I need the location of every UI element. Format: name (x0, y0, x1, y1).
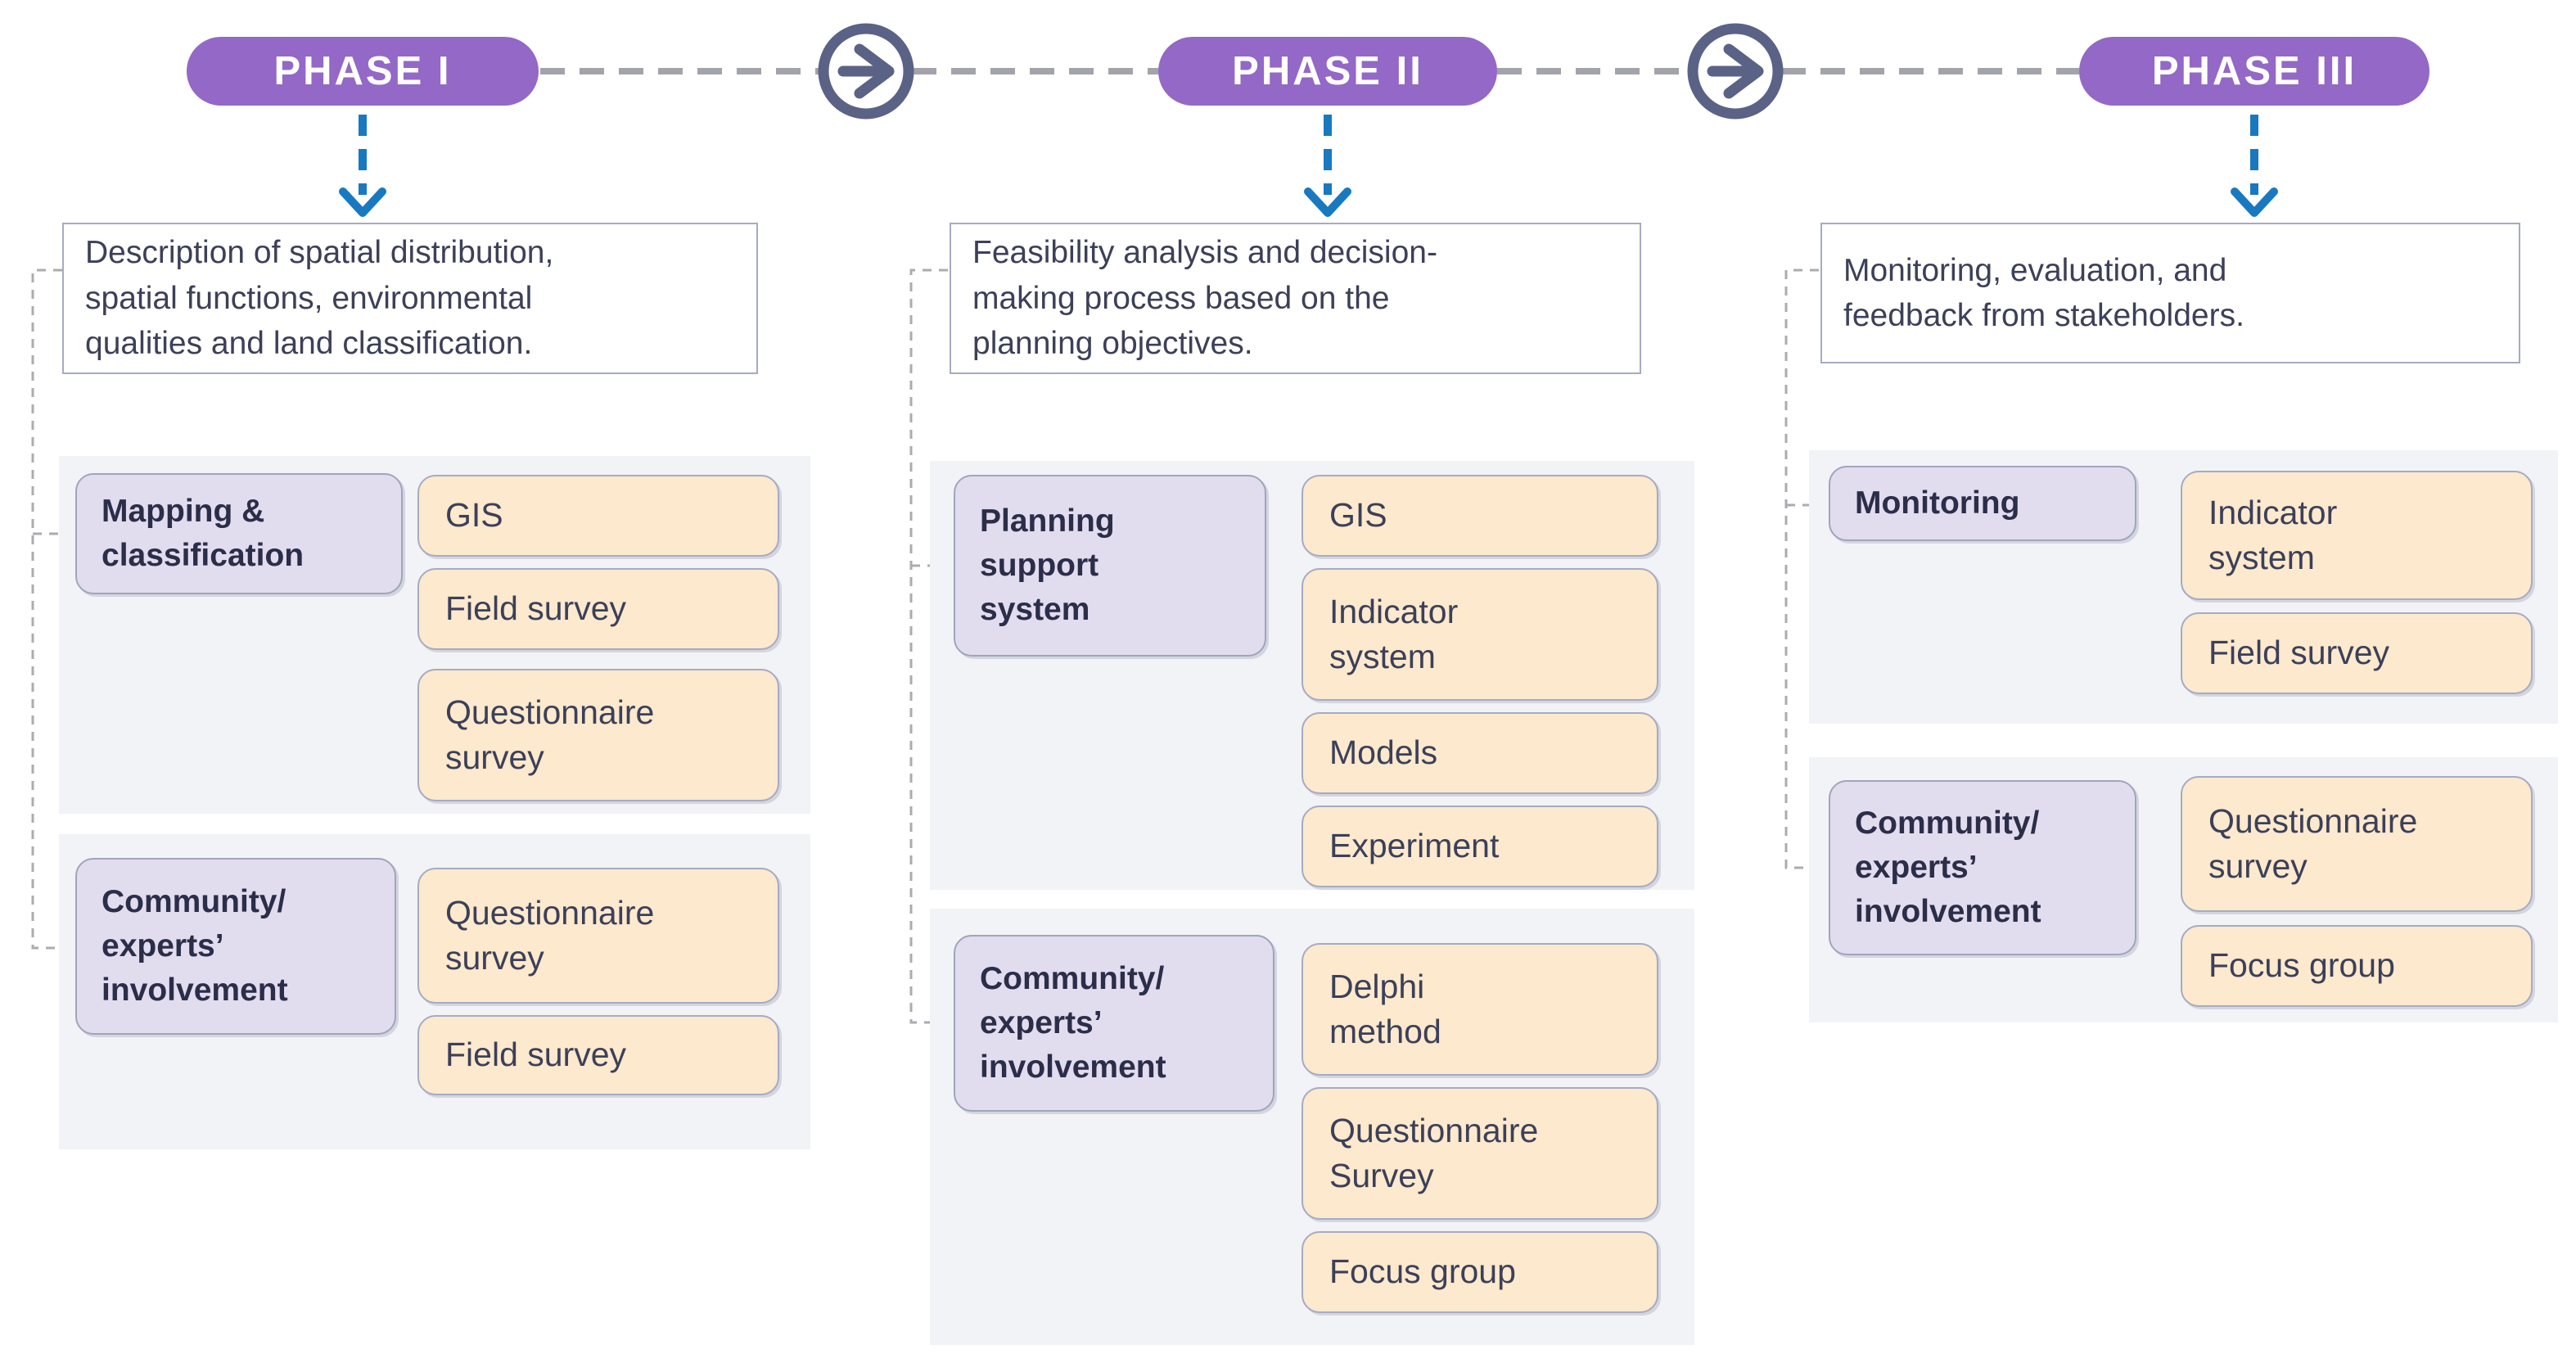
phase-1-description: Description of spatial distribution, spa… (62, 223, 758, 374)
phase-2-item-models: Models (1302, 712, 1658, 794)
item-line: survey (445, 939, 544, 977)
phase-2-item-experiment: Experiment (1302, 806, 1658, 887)
phase-2-group-label-planning-support-system: Planning support system (954, 475, 1266, 657)
group-label-line: experts’ (102, 928, 224, 964)
phase-1-item-field-survey: Field survey (417, 568, 779, 650)
phase-1-group-label-community-experts-involvement: Community/ experts’ involvement (75, 858, 396, 1035)
item-line: Survey (1329, 1157, 1434, 1194)
phase-2-description-line: planning objectives. (972, 326, 1253, 362)
phase-3-item-focus-group: Focus group (2181, 925, 2533, 1007)
item-line: Field survey (445, 1036, 627, 1074)
group-label-line: Community/ (102, 884, 286, 920)
item-line: system (2208, 539, 2315, 576)
phase-3-description-line: feedback from stakeholders. (1843, 298, 2244, 333)
item-line: Questionnaire (445, 693, 655, 731)
phase-1-item-field-survey-2: Field survey (417, 1015, 779, 1095)
item-line: survey (445, 738, 544, 776)
group-label-line: Community/ (980, 961, 1165, 997)
item-line: Delphi (1329, 967, 1425, 1005)
group-label-line: involvement (980, 1049, 1166, 1085)
phase-3-item-indicator-system: Indicator system (2181, 471, 2533, 600)
phase-2-description-line: making process based on the (972, 280, 1390, 316)
group-label-line: classification (102, 538, 305, 573)
group-label-line: involvement (102, 972, 288, 1008)
phase-1-item-questionnaire-survey: Questionnaire survey (417, 669, 779, 801)
phase-1-item-questionnaire-survey-2: Questionnaire survey (417, 868, 779, 1004)
group-label-line: system (980, 591, 1090, 627)
group-label-line: Monitoring (1855, 485, 2020, 521)
phase-1-description-line: qualities and land classification. (85, 326, 533, 362)
item-line: GIS (1329, 496, 1387, 535)
phase-2-item-delphi-method: Delphi method (1302, 943, 1658, 1076)
phase-1-description-line: Description of spatial distribution, (85, 235, 554, 271)
phase-3-description-line: Monitoring, evaluation, and (1843, 252, 2227, 288)
phase-2-item-gis: GIS (1302, 475, 1658, 557)
item-line: Questionnaire (1329, 1111, 1539, 1149)
arrow-right-circle-icon (1687, 23, 1784, 120)
item-line: Field survey (2208, 634, 2390, 672)
group-label-line: support (980, 548, 1099, 584)
item-line: Focus group (2208, 946, 2395, 985)
phase-2-pill: PHASE II (1158, 37, 1497, 106)
phase-3-item-questionnaire-survey: Questionnaire survey (2181, 776, 2533, 912)
item-line: Indicator (2208, 493, 2338, 531)
item-line: Questionnaire (445, 893, 655, 932)
phase-2-description: Feasibility analysis and decision- makin… (950, 223, 1641, 374)
group-label-line: Planning (980, 503, 1115, 539)
arrow-down-dashed-icon (339, 115, 2278, 217)
item-line: Field survey (445, 589, 627, 628)
phase-1-item-gis: GIS (417, 475, 779, 557)
group-label-line: experts’ (1855, 850, 1978, 886)
item-line: Indicator (1329, 592, 1459, 630)
phase-3-group-label-monitoring: Monitoring (1829, 466, 2136, 541)
phase-1-description-line: spatial functions, environmental (85, 280, 533, 316)
item-line: system (1329, 638, 1436, 675)
item-line: method (1329, 1013, 1441, 1050)
phase-1-pill: PHASE I (187, 37, 539, 106)
item-line: Models (1329, 733, 1438, 772)
phase-3-group-label-community-experts-involvement: Community/ experts’ involvement (1829, 780, 2136, 955)
item-line: survey (2208, 847, 2308, 885)
phase-2-description-line: Feasibility analysis and decision- (972, 235, 1437, 271)
phase-1-group-label-mapping-classification: Mapping & classification (75, 473, 403, 594)
phase-3-item-field-survey: Field survey (2181, 612, 2533, 694)
group-label-line: Mapping & (102, 494, 265, 530)
phase-3-pill: PHASE III (2079, 37, 2429, 106)
arrow-right-circle-icon (818, 23, 914, 120)
item-line: GIS (445, 496, 503, 535)
phase-2-item-focus-group: Focus group (1302, 1231, 1658, 1313)
group-label-line: Community/ (1855, 806, 2040, 842)
item-line: Focus group (1329, 1252, 1516, 1291)
item-line: Experiment (1329, 827, 1500, 865)
group-label-line: experts’ (980, 1005, 1103, 1041)
group-label-line: involvement (1855, 893, 2041, 929)
phase-3-description: Monitoring, evaluation, and feedback fro… (1820, 223, 2520, 363)
phase-2-group-label-community-experts-involvement: Community/ experts’ involvement (954, 935, 1274, 1112)
phase-2-item-questionnaire-survey: Questionnaire Survey (1302, 1087, 1658, 1220)
item-line: Questionnaire (2208, 801, 2418, 840)
phase-2-item-indicator-system: Indicator system (1302, 568, 1658, 701)
